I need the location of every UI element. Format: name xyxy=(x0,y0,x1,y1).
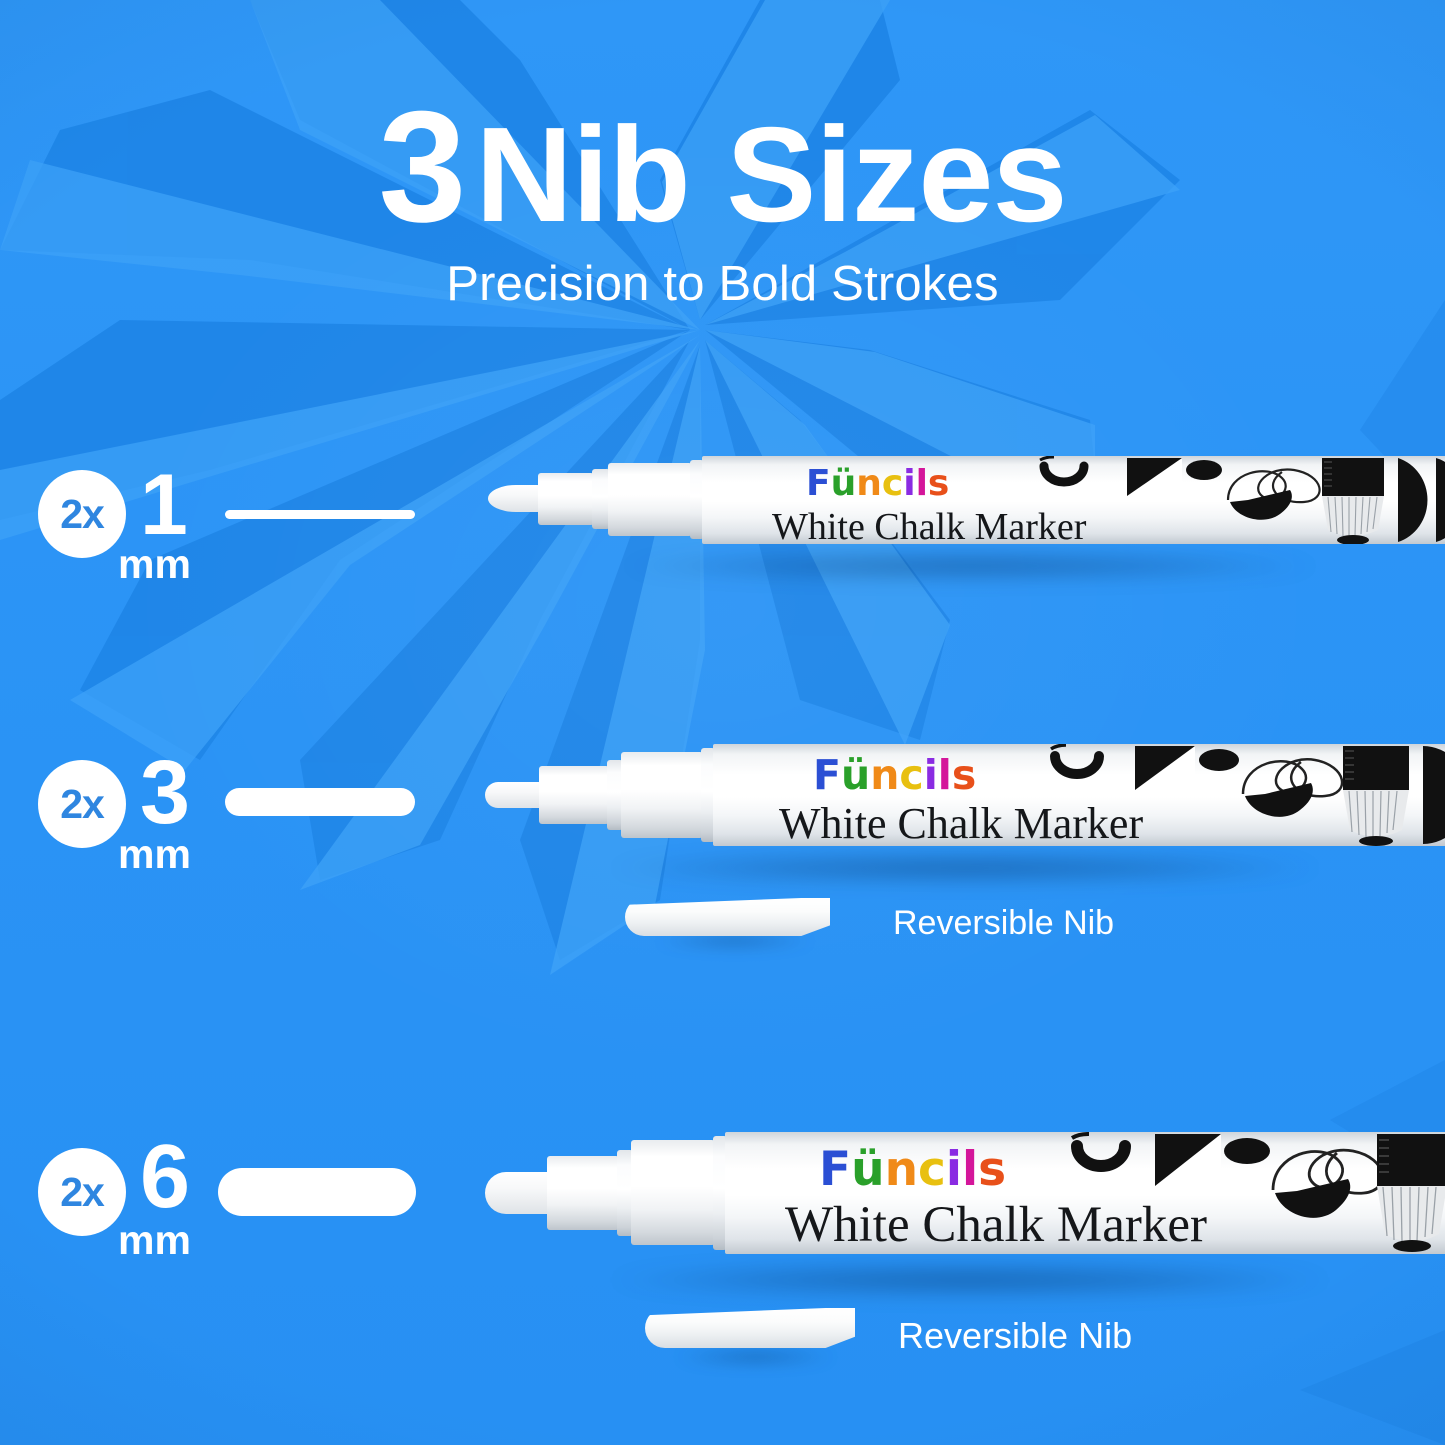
stroke-swatch-1mm xyxy=(225,510,415,519)
brand-letter-3: c xyxy=(881,463,904,504)
marker-cone-seg-a-6mm xyxy=(547,1156,619,1230)
brand-letter-1: ü xyxy=(841,751,871,799)
brand-letter-0: F xyxy=(813,751,842,799)
nib-size-row-1mm: 2x 1 mm Füncils White Chalk Marker xyxy=(0,440,1445,690)
size-number-6mm: 6 xyxy=(140,1127,191,1227)
size-number-1mm: 1 xyxy=(140,457,188,553)
marker-1mm: Füncils White Chalk Marker xyxy=(480,440,1445,640)
brand-letter-4: i xyxy=(903,463,916,504)
brand-letter-2: n xyxy=(856,463,882,504)
brand-letter-4: i xyxy=(945,1142,963,1197)
marker-barrel-6mm: Füncils White Chalk Marker xyxy=(725,1132,1445,1254)
brand-letter-0: F xyxy=(806,463,831,504)
reversible-nib-label-3mm: Reversible Nib xyxy=(893,904,1115,942)
stroke-swatch-6mm xyxy=(218,1168,416,1216)
brand-letter-6: s xyxy=(978,1142,1007,1197)
reversible-nib-shadow-6mm xyxy=(648,1345,863,1369)
marker-cone-ring2-3mm xyxy=(701,748,715,842)
size-unit-3mm: mm xyxy=(118,831,191,877)
brand-letter-6: s xyxy=(927,463,950,504)
brand-letter-0: F xyxy=(819,1142,852,1197)
quantity-badge-1mm: 2x xyxy=(38,470,126,558)
stroke-swatch-3mm xyxy=(225,788,415,816)
brand-letter-5: l xyxy=(915,463,928,504)
brand-letter-5: l xyxy=(937,751,952,799)
brand-letter-1: ü xyxy=(830,463,857,504)
barrel-decoration-6mm xyxy=(1070,1132,1445,1252)
brand-letter-5: l xyxy=(962,1142,979,1197)
marker-cone-seg-a-1mm xyxy=(538,473,594,525)
brand-logo-6mm: Füncils xyxy=(819,1146,1006,1193)
brand-letter-2: n xyxy=(870,751,900,799)
brand-letter-3: c xyxy=(899,751,924,799)
title-rest: Nib Sizes xyxy=(475,99,1067,250)
size-unit-1mm: mm xyxy=(118,541,191,587)
marker-barrel-3mm: Füncils White Chalk Marker xyxy=(713,744,1445,846)
marker-cone-seg-a-3mm xyxy=(539,766,609,824)
brand-logo-3mm: Füncils xyxy=(813,755,976,796)
product-name-1mm: White Chalk Marker xyxy=(772,506,1087,544)
page-subtitle: Precision to Bold Strokes xyxy=(446,257,999,311)
barrel-decoration-1mm xyxy=(1039,456,1445,544)
product-name-6mm: White Chalk Marker xyxy=(785,1197,1208,1253)
marker-cone-seg-b-3mm xyxy=(621,752,703,838)
brand-letter-2: n xyxy=(884,1142,919,1197)
marker-3mm: Füncils White Chalk Marker xyxy=(455,730,1445,930)
nib-size-row-6mm: 2x 6 mm Füncils White Chalk Marker xyxy=(0,1110,1445,1410)
marker-cone-seg-b-1mm xyxy=(608,463,692,536)
marker-shadow-6mm xyxy=(505,1258,1435,1302)
brand-logo-1mm: Füncils xyxy=(806,466,949,502)
marker-barrel-1mm: Füncils White Chalk Marker xyxy=(702,456,1445,544)
nib-size-row-3mm: 2x 3 mm Füncils White Chalk Marker xyxy=(0,730,1445,1020)
quantity-badge-3mm: 2x xyxy=(38,760,126,848)
marker-cone-ring2-6mm xyxy=(713,1136,727,1250)
reversible-nib-piece-3mm xyxy=(625,898,830,936)
marker-cone-ring2-1mm xyxy=(690,460,704,539)
marker-nib-1mm xyxy=(488,485,544,512)
header: 3Nib Sizes Precision to Bold Strokes xyxy=(0,88,1445,312)
brand-letter-6: s xyxy=(951,751,977,799)
marker-nib-6mm xyxy=(485,1172,553,1214)
brand-letter-4: i xyxy=(923,751,938,799)
quantity-badge-6mm: 2x xyxy=(38,1148,126,1236)
marker-cone-ring-3mm xyxy=(607,760,623,830)
marker-shadow-1mm xyxy=(520,548,1420,584)
marker-cone-ring-1mm xyxy=(592,469,610,529)
marker-cone-ring-6mm xyxy=(617,1150,633,1236)
brand-letter-1: ü xyxy=(851,1142,885,1197)
brand-letter-3: c xyxy=(918,1142,946,1197)
reversible-nib-piece-6mm xyxy=(645,1308,855,1348)
marker-cone-seg-b-6mm xyxy=(631,1140,715,1245)
size-number-3mm: 3 xyxy=(140,743,191,843)
marker-nib-3mm xyxy=(485,782,547,808)
title-number: 3 xyxy=(378,79,466,255)
page-title: 3Nib Sizes xyxy=(0,88,1445,246)
size-unit-6mm: mm xyxy=(118,1217,191,1263)
barrel-decoration-3mm xyxy=(1050,744,1445,846)
marker-shadow-3mm xyxy=(505,848,1425,888)
product-name-3mm: White Chalk Marker xyxy=(779,799,1144,846)
marker-6mm: Füncils White Chalk Marker xyxy=(455,1110,1445,1330)
reversible-nib-label-6mm: Reversible Nib xyxy=(898,1315,1133,1356)
